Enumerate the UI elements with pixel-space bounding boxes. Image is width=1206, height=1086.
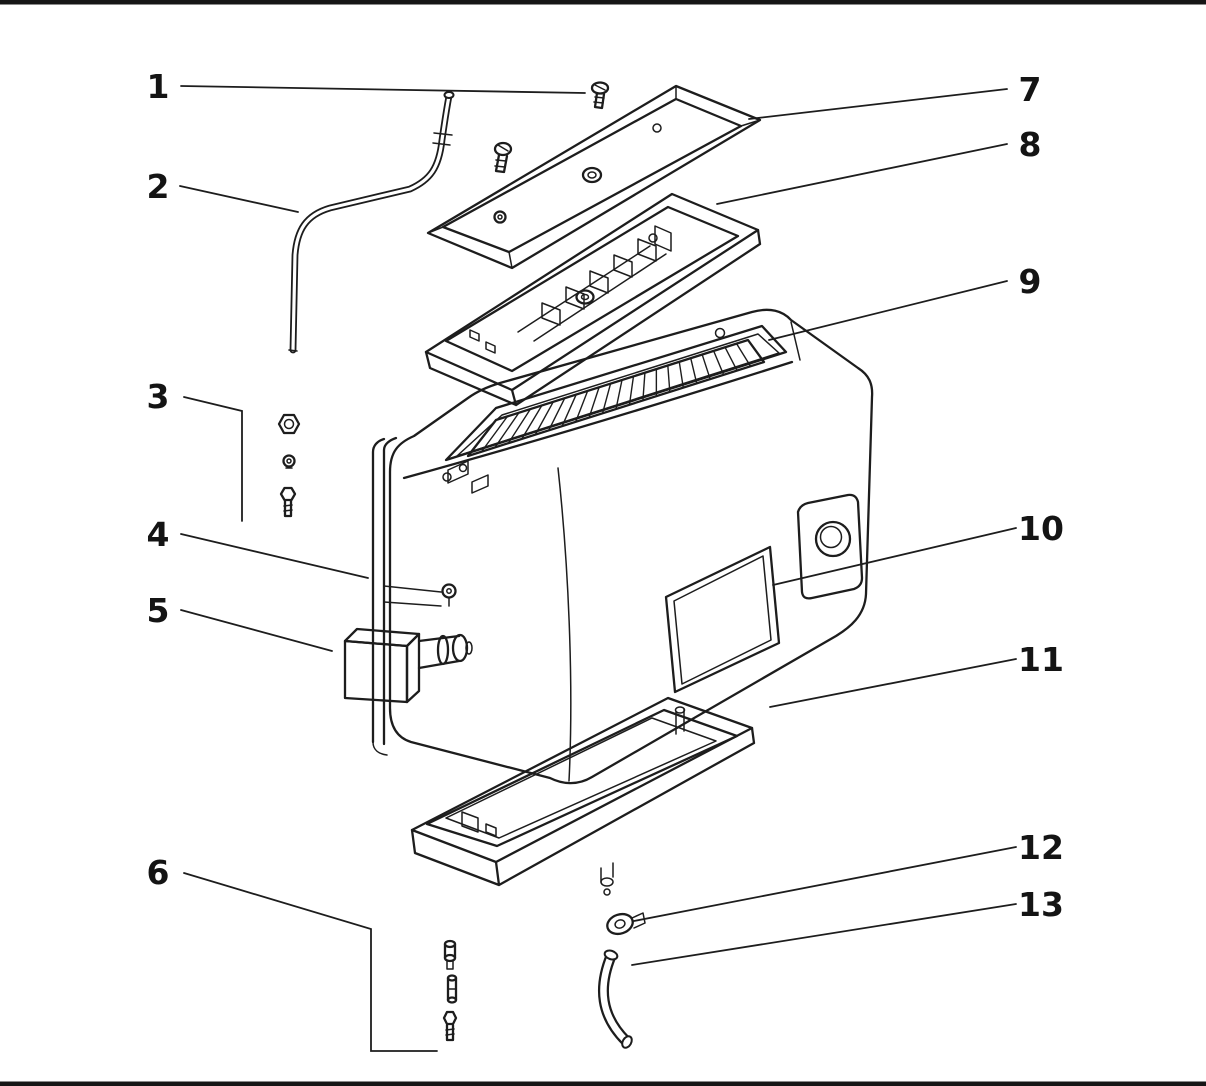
leader-11 xyxy=(769,658,1017,708)
callout-9-label: 9 xyxy=(1019,262,1042,301)
fin-line xyxy=(724,346,738,371)
fin-line xyxy=(628,376,635,405)
part-screw-1 xyxy=(590,81,610,110)
leader-1 xyxy=(180,85,586,94)
callout-6-label: 6 xyxy=(147,853,170,892)
leader-3 xyxy=(183,396,243,522)
part-top-cover-7 xyxy=(426,84,762,270)
part-strap-4 xyxy=(371,436,457,756)
fin-line xyxy=(712,350,725,376)
callout-12-label: 12 xyxy=(1018,828,1064,867)
cover-screw xyxy=(493,141,513,174)
callout-5-label: 5 xyxy=(147,591,170,630)
leader-2 xyxy=(179,185,299,213)
callout-labels: 1 2 3 4 5 6 7 8 9 10 11 12 13 xyxy=(147,67,1064,924)
heat-exchanger-fins xyxy=(466,338,766,458)
leader-8 xyxy=(716,143,1008,205)
part-burner-tray-8 xyxy=(424,192,762,407)
fin-line xyxy=(690,358,698,384)
part-bottom-pan-11 xyxy=(410,696,756,896)
leader-lines xyxy=(179,85,1017,1052)
fin-line xyxy=(747,339,765,363)
fin-line xyxy=(561,394,577,427)
scan-edge-top xyxy=(0,0,1206,5)
part-pipe-2 xyxy=(288,91,455,354)
leader-10 xyxy=(772,527,1017,586)
leader-4 xyxy=(180,533,369,579)
fin-line xyxy=(601,383,612,414)
fin-line xyxy=(507,408,531,444)
leader-7 xyxy=(748,88,1008,120)
fin-line xyxy=(574,390,589,423)
fin-line xyxy=(548,397,566,431)
fin-line xyxy=(494,412,520,448)
part-eyelet-12 xyxy=(606,912,646,936)
fin-line xyxy=(480,415,509,453)
part-fasteners-3 xyxy=(277,413,301,518)
fin-line xyxy=(667,365,671,392)
callout-4-label: 4 xyxy=(147,515,170,554)
fin-line xyxy=(642,372,646,401)
part-fittings-6 xyxy=(442,939,458,1042)
part-hose-13 xyxy=(597,949,633,1049)
callout-7-label: 7 xyxy=(1019,70,1042,109)
callout-13-label: 13 xyxy=(1018,885,1064,924)
leader-13 xyxy=(631,903,1017,966)
fin-line xyxy=(615,379,623,410)
fin-line xyxy=(521,405,543,440)
control-knob xyxy=(796,493,864,600)
callout-2-label: 2 xyxy=(147,167,170,206)
fin-line xyxy=(678,361,684,388)
fin-line xyxy=(701,354,711,380)
part-main-body-9 xyxy=(388,308,874,785)
callout-1-label: 1 xyxy=(147,67,170,106)
part-valve-box-5 xyxy=(343,627,473,704)
callout-3-label: 3 xyxy=(147,377,170,416)
part-front-opening-10 xyxy=(664,545,781,694)
fin-line xyxy=(588,387,600,418)
callout-11-label: 11 xyxy=(1018,640,1064,679)
leader-6 xyxy=(183,872,438,1052)
leader-12 xyxy=(633,846,1017,922)
leader-5 xyxy=(180,609,333,652)
scan-edge-bottom xyxy=(0,1081,1206,1086)
leader-9 xyxy=(768,280,1008,341)
fin-line xyxy=(735,343,752,367)
fin-line xyxy=(467,419,497,457)
callout-10-label: 10 xyxy=(1018,509,1064,548)
callout-8-label: 8 xyxy=(1019,125,1042,164)
fin-line xyxy=(534,401,554,435)
